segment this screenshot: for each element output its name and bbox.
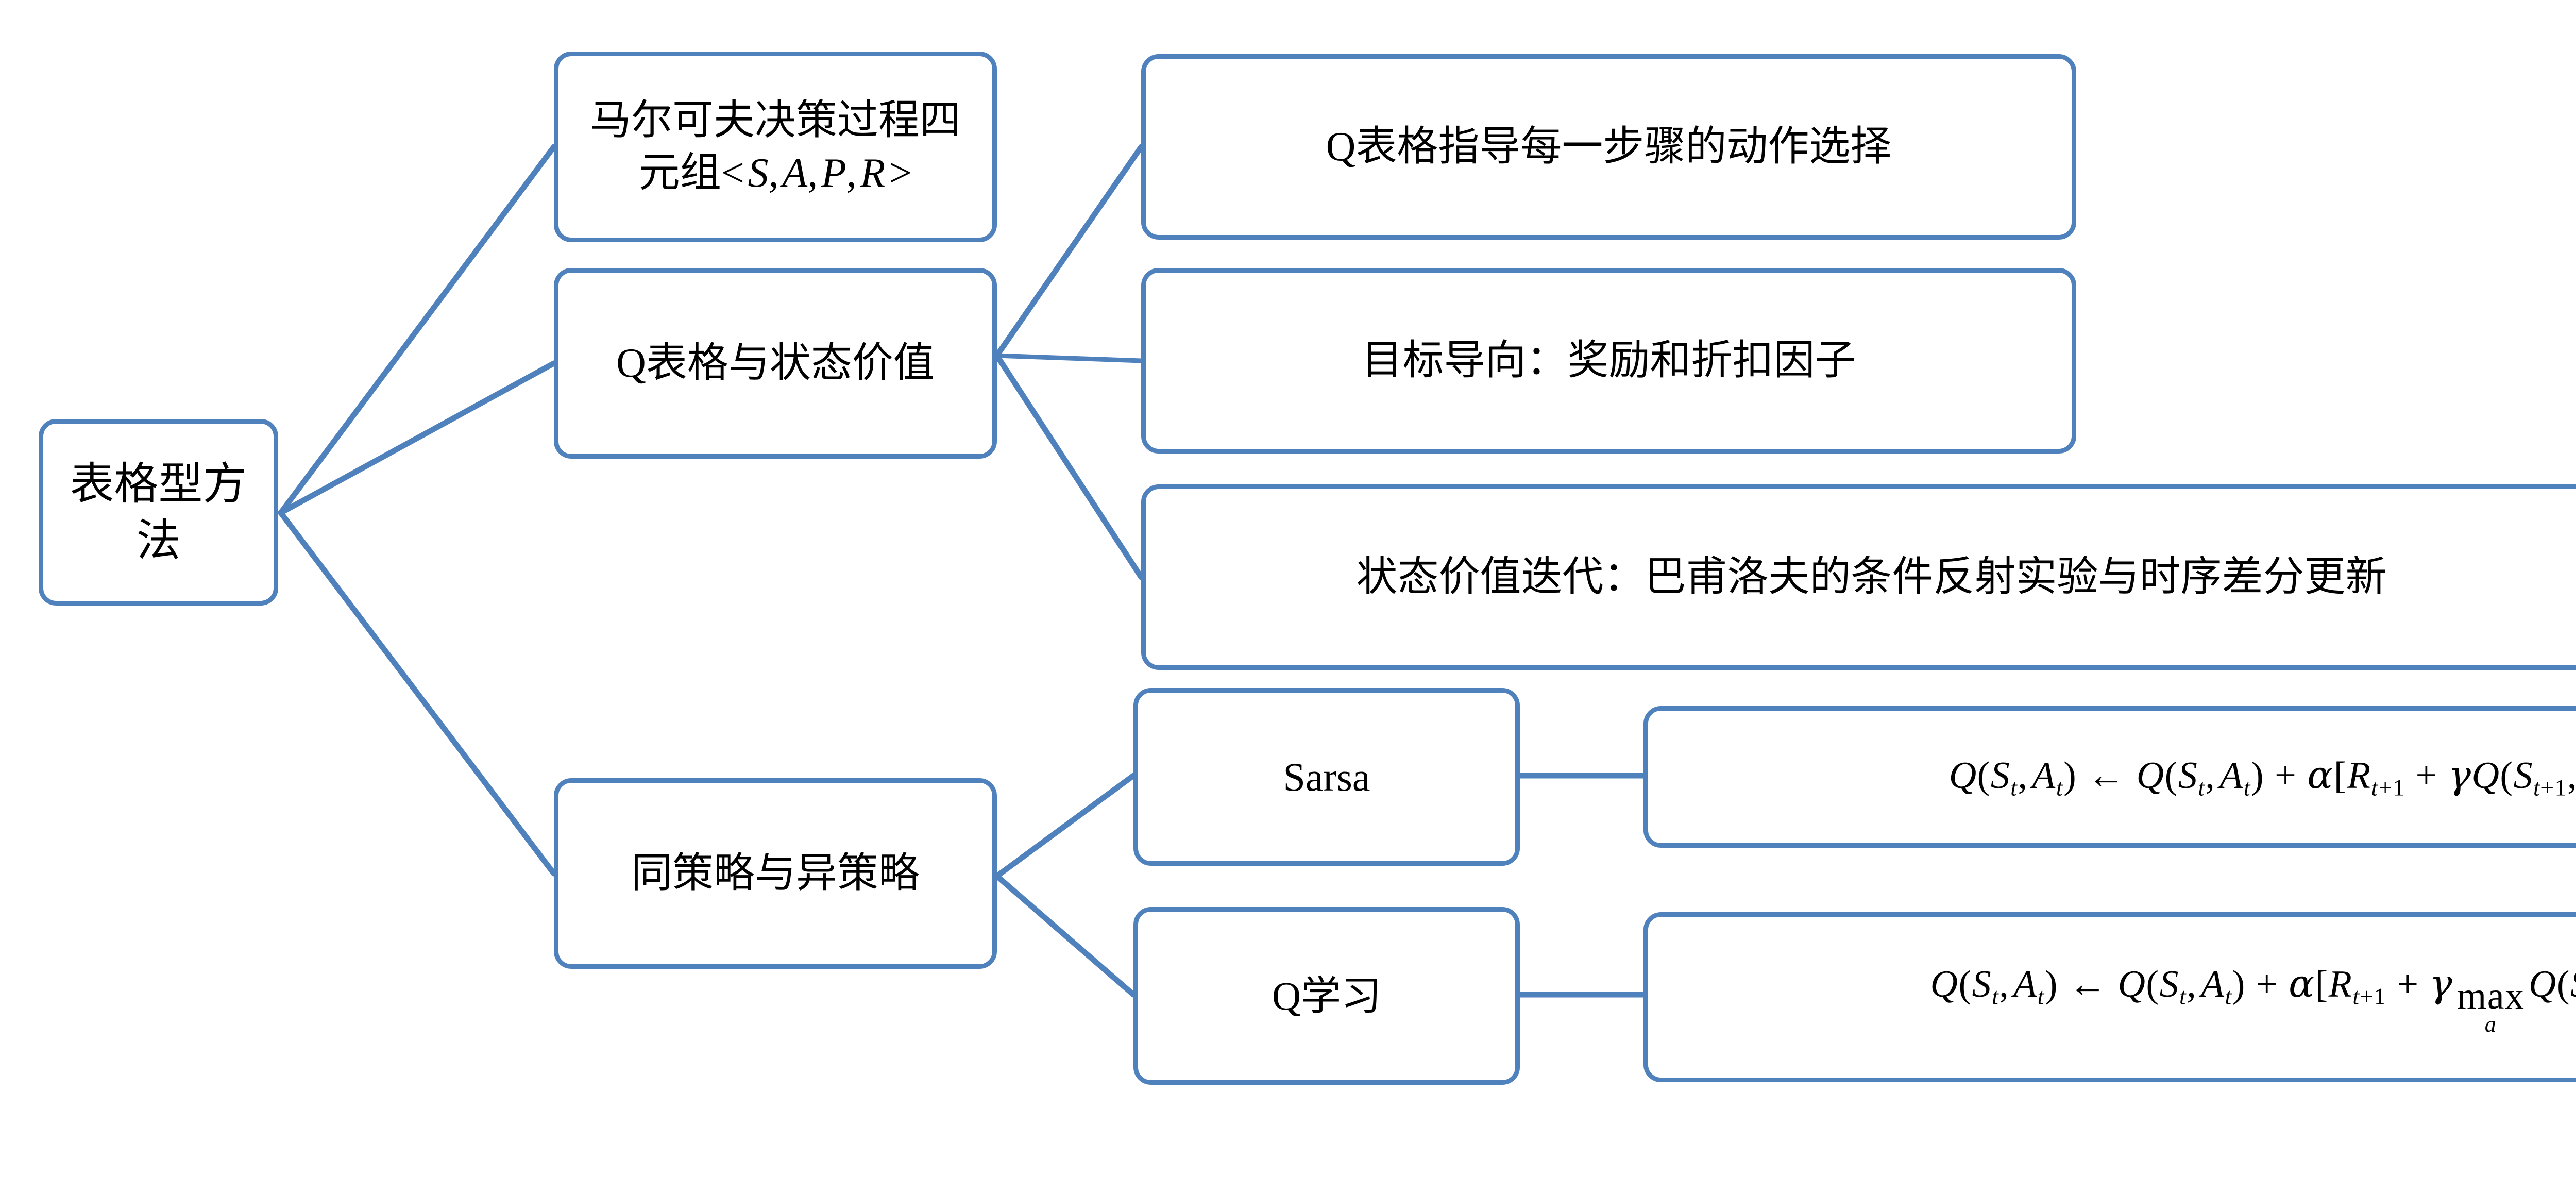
node-root-label: 表格型方法 — [70, 459, 247, 565]
edge-policy-to-sarsa — [994, 773, 1137, 879]
edge-root-to-policy — [278, 510, 557, 877]
node-qtable-label: Q表格与状态价值 — [616, 340, 935, 386]
node-goal-oriented-label: 目标导向：奖励和折扣因子 — [1361, 338, 1856, 383]
node-action-selection[interactable]: Q表格指导每一步骤的动作选择 — [1141, 54, 2076, 240]
node-sarsa[interactable]: Sarsa — [1133, 688, 1520, 866]
node-action-selection-label: Q表格指导每一步骤的动作选择 — [1326, 124, 1892, 170]
node-goal-oriented[interactable]: 目标导向：奖励和折扣因子 — [1141, 268, 2076, 454]
node-qlearning[interactable]: Q学习 — [1133, 907, 1520, 1085]
node-sarsa-formula-label: Q(St, At) ← Q(St, At) + α[Rt+1 + γQ(St+1… — [1948, 752, 2576, 801]
edge-policy-to-qlearning — [994, 873, 1137, 998]
edge-qtable-to-action-selection — [994, 144, 1144, 359]
node-policy[interactable]: 同策略与异策略 — [554, 778, 997, 969]
node-value-iteration-label: 状态价值迭代：巴甫洛夫的条件反射实验与时序差分更新 — [1356, 554, 2387, 600]
node-qlearning-label: Q学习 — [1272, 973, 1382, 1018]
edge-root-to-qtable — [278, 360, 557, 516]
edge-qtable-to-value-iteration — [994, 352, 1144, 580]
node-qtable[interactable]: Q表格与状态价值 — [554, 268, 997, 459]
edge-root-to-mdp — [278, 144, 557, 516]
node-policy-label: 同策略与异策略 — [631, 850, 920, 896]
node-mdp-label: 马尔可夫决策过程四元组< S, A, P, R > — [590, 97, 961, 196]
node-sarsa-label: Sarsa — [1283, 754, 1370, 799]
node-sarsa-formula[interactable]: Q(St, At) ← Q(St, At) + α[Rt+1 + γQ(St+1… — [1643, 706, 2576, 848]
node-mdp[interactable]: 马尔可夫决策过程四元组< S, A, P, R > — [554, 52, 997, 242]
node-root[interactable]: 表格型方法 — [39, 419, 278, 606]
node-value-iteration[interactable]: 状态价值迭代：巴甫洛夫的条件反射实验与时序差分更新 — [1141, 484, 2576, 670]
edge-qtable-to-goal-oriented — [994, 353, 1144, 363]
